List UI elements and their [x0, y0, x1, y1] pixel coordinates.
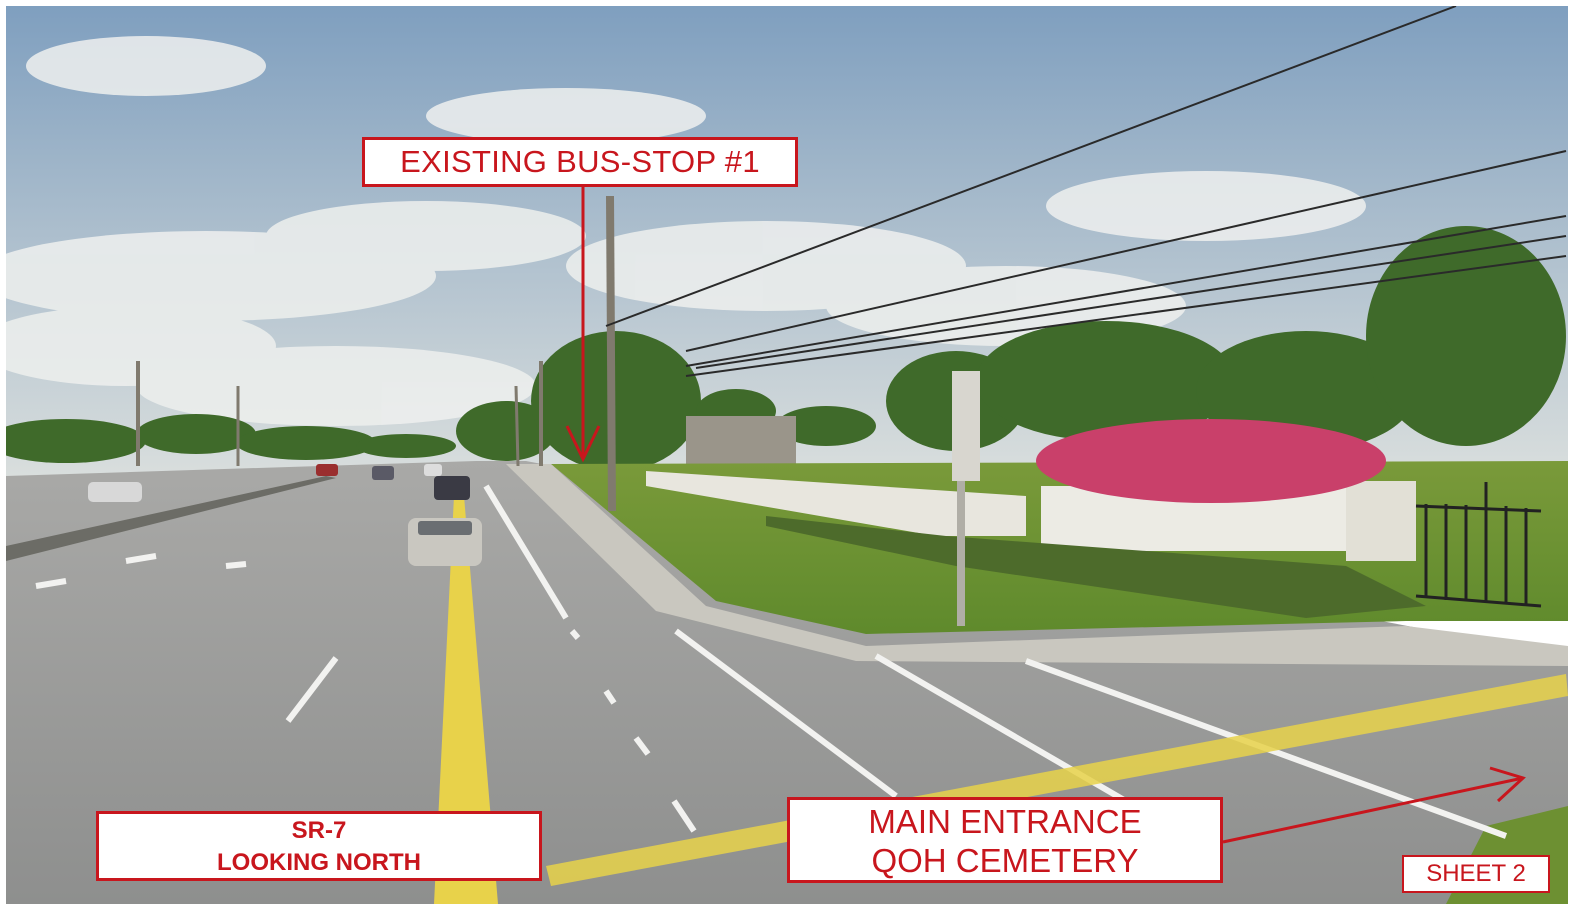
hedge [766, 516, 1426, 618]
street-photo-frame [6, 6, 1568, 904]
entrance-label-line1: MAIN ENTRANCE [868, 803, 1142, 840]
road-label: SR-7 LOOKING NORTH [96, 811, 542, 881]
street-scene [6, 6, 1568, 904]
entrance-label: MAIN ENTRANCE QOH CEMETERY [787, 797, 1223, 883]
flower-bed [1036, 419, 1386, 503]
median [6, 476, 336, 561]
road-label-line2: LOOKING NORTH [217, 849, 421, 876]
road-label-line1: SR-7 [291, 817, 347, 844]
road [6, 461, 1568, 904]
bus-stop-label: EXISTING BUS-STOP #1 [362, 137, 798, 187]
sign-post [957, 476, 965, 626]
center-line [434, 496, 498, 904]
power-lines [605, 6, 1567, 377]
cars [88, 464, 482, 566]
fence [1415, 482, 1542, 608]
building [686, 416, 796, 466]
entrance-wall-left [646, 471, 1026, 536]
sheet-label-text: SHEET 2 [1426, 860, 1526, 887]
distant-trees [6, 226, 1566, 471]
sheet-label: SHEET 2 [1402, 855, 1550, 893]
bus-stop-label-text: EXISTING BUS-STOP #1 [400, 144, 760, 179]
entrance-pillar [1346, 481, 1416, 561]
utility-poles [136, 195, 616, 512]
entrance-label-line2: QOH CEMETERY [871, 842, 1139, 879]
street-sign [952, 371, 980, 481]
sidewalk [506, 464, 1568, 666]
